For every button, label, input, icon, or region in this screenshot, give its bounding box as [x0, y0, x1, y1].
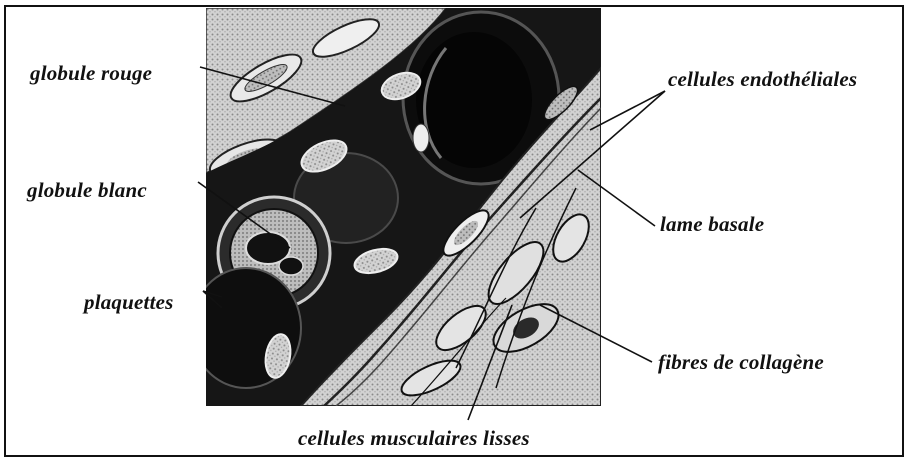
leader-lame-basale: [578, 170, 655, 226]
label-cellules-endotheliales: cellules endothéliales: [668, 67, 857, 92]
label-cellules-musculaires-lisses: cellules musculaires lisses: [298, 426, 530, 451]
leader-muscle: [468, 305, 512, 420]
label-plaquettes: plaquettes: [84, 290, 174, 315]
label-lame-basale: lame basale: [660, 212, 764, 237]
label-globule-rouge: globule rouge: [30, 61, 152, 86]
leader-fibres: [540, 305, 652, 362]
leader-endo-b: [520, 91, 665, 218]
leader-globule-blanc: [198, 182, 290, 248]
leader-globule-rouge: [200, 67, 345, 106]
label-fibres-de-collagene: fibres de collagène: [658, 350, 824, 375]
label-globule-blanc: globule blanc: [27, 178, 147, 203]
